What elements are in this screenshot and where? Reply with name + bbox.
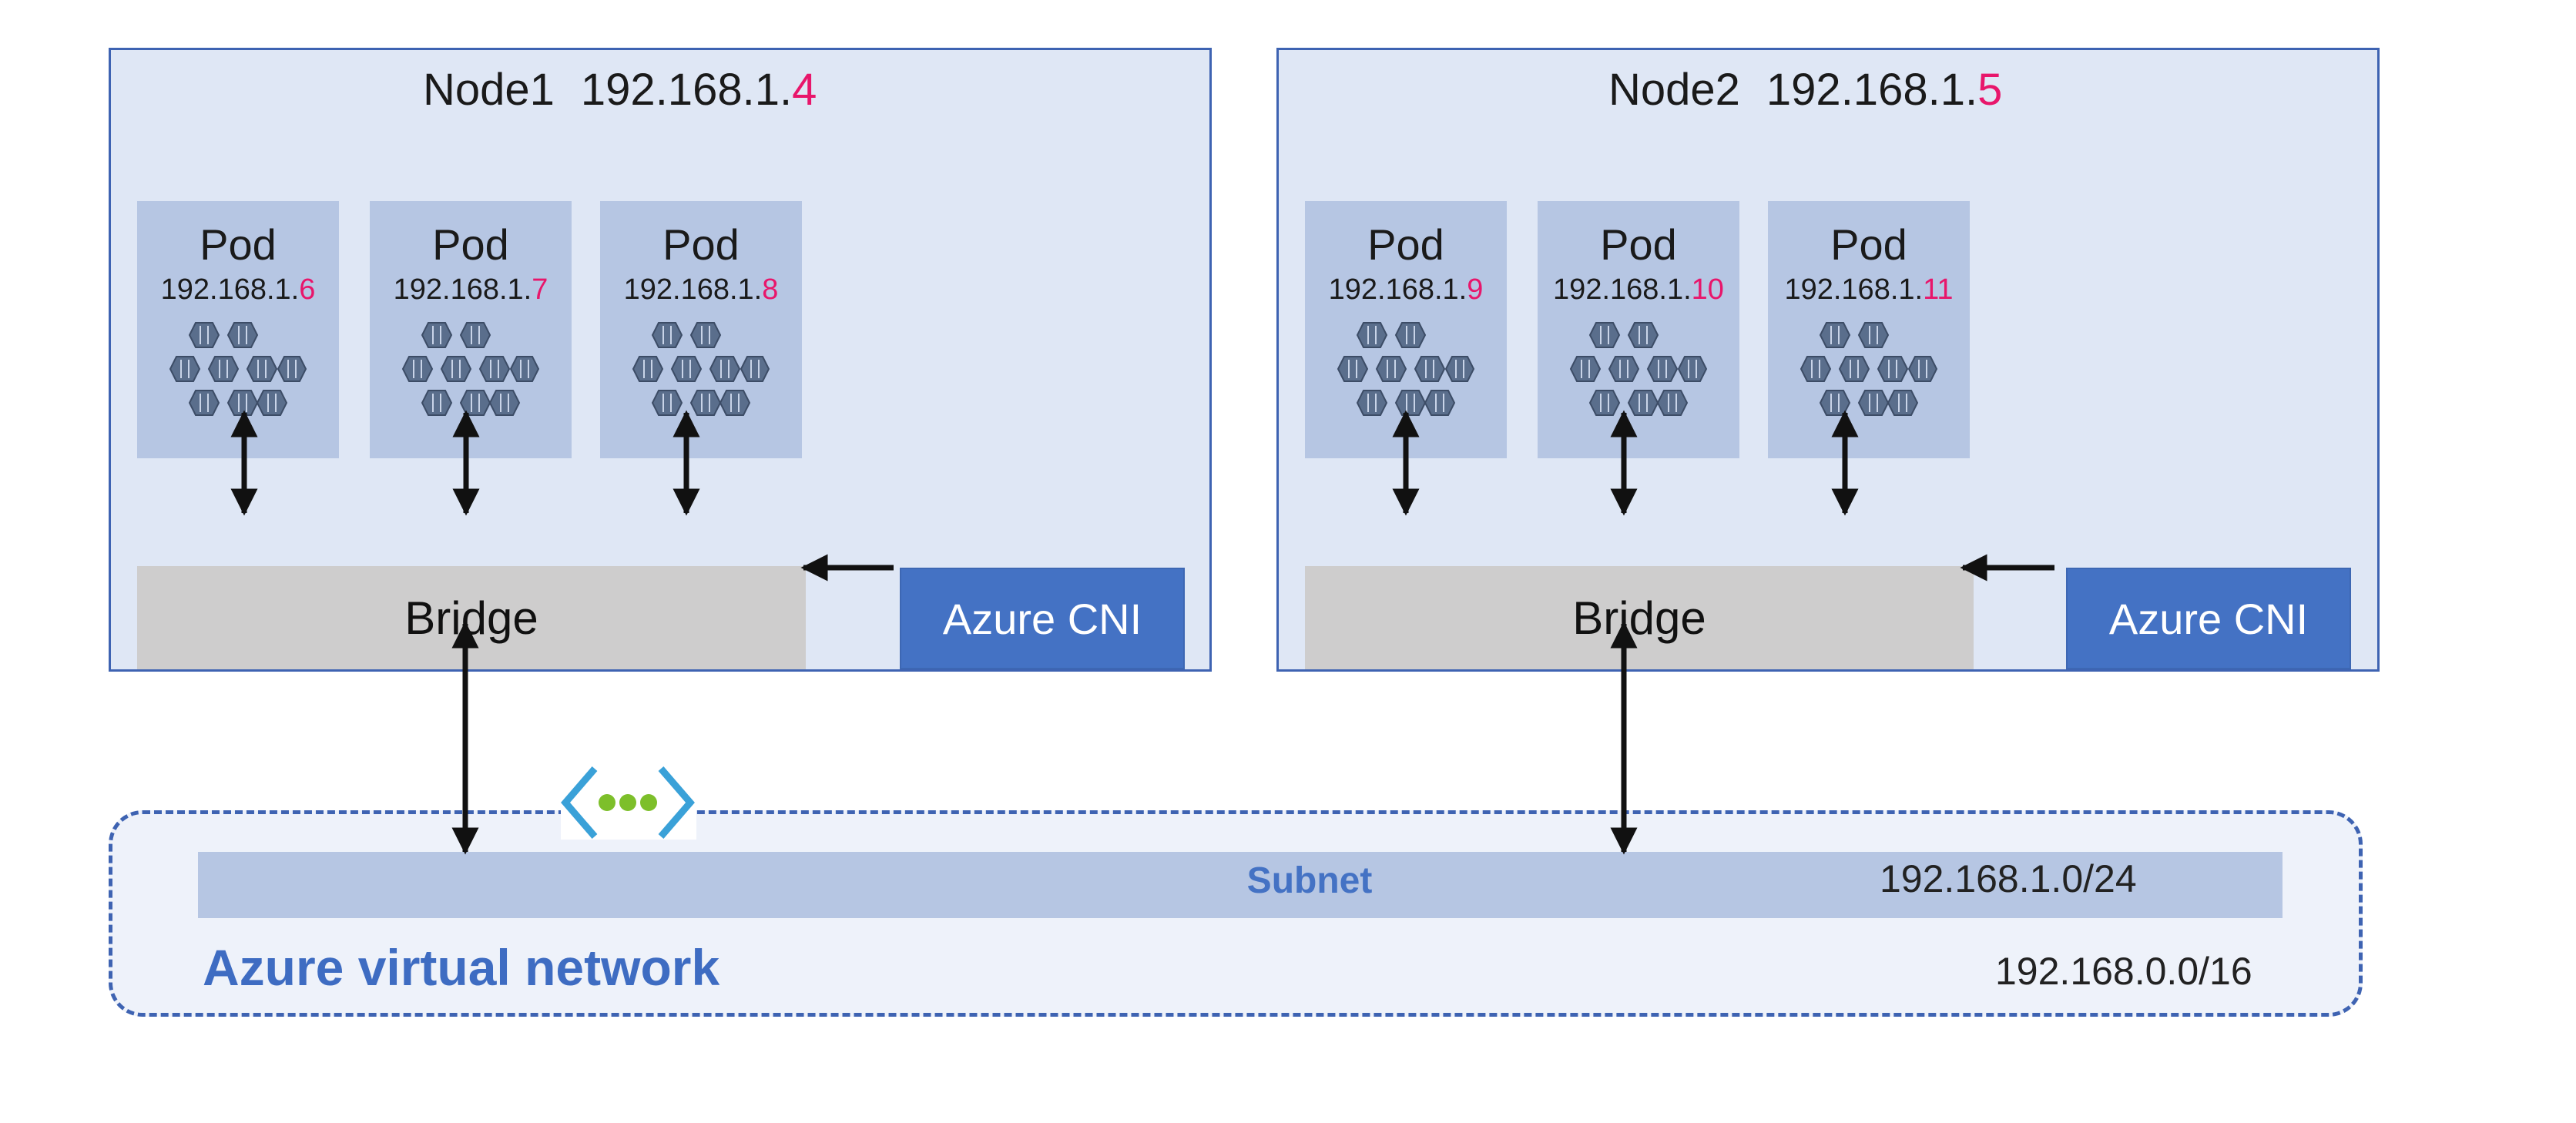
node1-bridge: Bridge (137, 566, 806, 669)
pod-label: Pod (432, 220, 509, 269)
node2-azure-cni: Azure CNI (2066, 568, 2351, 669)
pod-ip: 192.168.1.6 (160, 273, 316, 306)
node1-name: Node1 (423, 65, 555, 115)
subnet-label: Subnet (1246, 860, 1373, 901)
vnet-label: Azure virtual network (203, 939, 720, 996)
node1-ip: 192.168.1.4 (580, 65, 817, 115)
subnet-bar (198, 852, 2283, 918)
pod-label: Pod (1367, 220, 1444, 269)
pod-label: Pod (1600, 220, 1677, 269)
node1-azure-cni: Azure CNI (900, 568, 1185, 669)
node1-title: Node1 192.168.1.4 (423, 64, 817, 126)
pod-ip: 192.168.1.11 (1784, 273, 1954, 306)
node1-pod-1: Pod 192.168.1.6 (137, 201, 339, 458)
pod-ip: 192.168.1.10 (1553, 273, 1724, 306)
pod-label: Pod (1830, 220, 1907, 269)
node2-ip: 192.168.1.5 (1766, 65, 2003, 115)
node2-title: Node2 192.168.1.5 (1608, 64, 2002, 126)
node2-bridge: Bridge (1305, 566, 1974, 669)
pod-label: Pod (662, 220, 740, 269)
node2-pod-3: Pod 192.168.1.11 (1768, 201, 1970, 458)
node2-pod-2: Pod 192.168.1.10 (1538, 201, 1739, 458)
vnet-cidr: 192.168.0.0/16 (1995, 950, 2252, 993)
node1-pod-2: Pod 192.168.1.7 (370, 201, 572, 458)
pod-ip: 192.168.1.7 (393, 273, 548, 306)
node1-pod-3: Pod 192.168.1.8 (600, 201, 802, 458)
pod-ip: 192.168.1.9 (1328, 273, 1484, 306)
node2-name: Node2 (1608, 65, 1740, 115)
node1-box: Node1 192.168.1.4 Pod 192.168.1.6 Pod 19… (109, 48, 1212, 672)
pod-label: Pod (200, 220, 277, 269)
subnet-cidr: 192.168.1.0/24 (1880, 857, 2137, 900)
virtual-network-icon (561, 763, 696, 840)
node2-box: Node2 192.168.1.5 Pod 192.168.1.9 Pod 19… (1276, 48, 2380, 672)
pod-ip: 192.168.1.8 (623, 273, 779, 306)
